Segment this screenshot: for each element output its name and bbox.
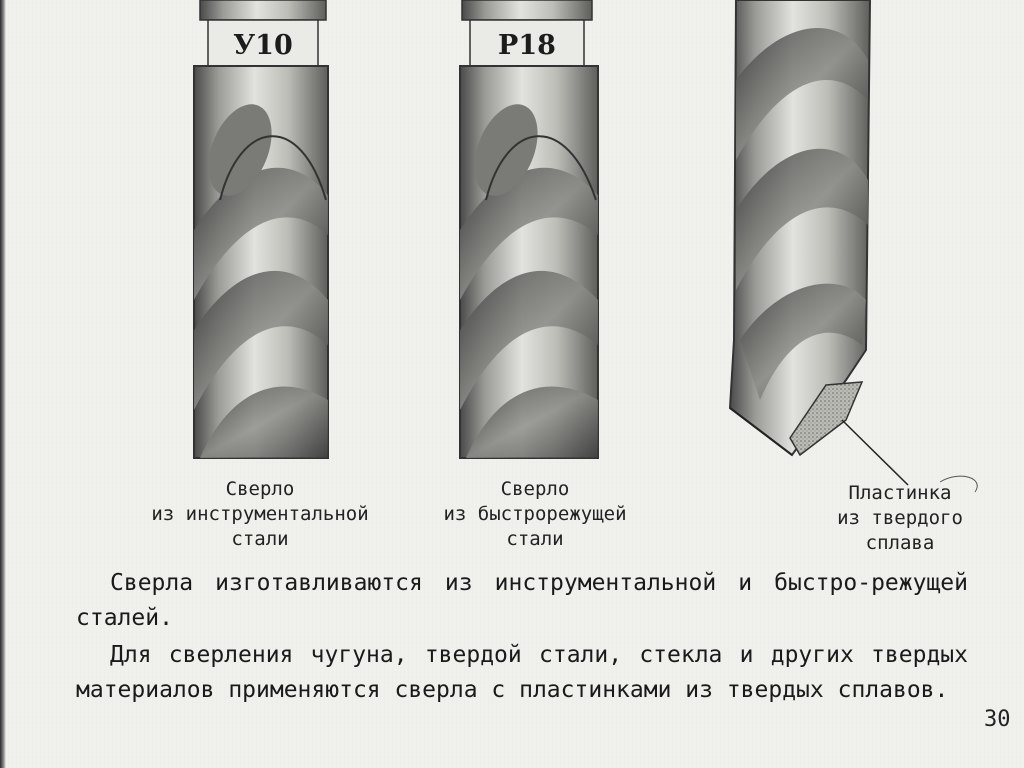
leader-line (841, 419, 909, 486)
marking-band (207, 19, 319, 67)
drill-carbide-tipped (728, 0, 978, 493)
paragraph: Сверла изготавливаются из инструментальн… (76, 566, 968, 636)
caption-line: Сверло (500, 478, 570, 500)
caption-line: из быстрорежущей (443, 503, 627, 525)
drill-r18: Р18 (459, 0, 599, 459)
band-label-u10: У10 (233, 30, 292, 61)
caption-line: Сверло (225, 478, 295, 500)
caption-carbide-insert: Пластинка из твердого сплава (800, 481, 1000, 556)
caption-line: из инструментальной (151, 503, 369, 525)
caption-line: из твердого (837, 507, 963, 529)
band-label-r18: Р18 (498, 30, 556, 61)
page-number: 30 (984, 707, 1011, 732)
caption-line: сплава (865, 532, 935, 554)
paragraph-text: Сверла изготавливаются из инструментальн… (76, 570, 968, 631)
body-text: Сверла изготавливаются из инструментальн… (76, 566, 968, 708)
caption-tool-steel-drill: Сверло из инструментальной стали (120, 477, 400, 552)
caption-line: Пластинка (848, 482, 952, 504)
drill-illustration: У10 Р18 (193, 0, 978, 493)
drill-u10: У10 (193, 0, 329, 459)
marking-band (469, 19, 585, 67)
caption-line: стали (231, 528, 289, 550)
paragraph-text: Для сверления чугуна, твердой стали, сте… (76, 642, 968, 703)
caption-line: стали (506, 528, 564, 550)
caption-hss-drill: Сверло из быстрорежущей стали (400, 477, 670, 552)
carbide-insert (789, 381, 864, 457)
frame-edge (0, 0, 6, 768)
paragraph: Для сверления чугуна, твердой стали, сте… (76, 638, 968, 708)
